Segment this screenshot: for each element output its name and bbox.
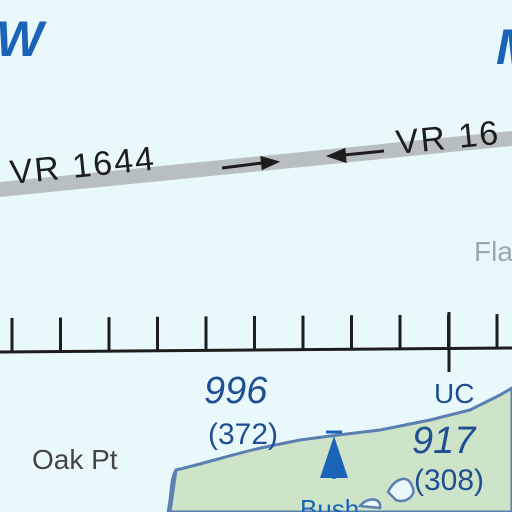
- spot-elevation-1-agl: (372): [208, 418, 279, 451]
- uc-label: UC: [434, 378, 475, 409]
- shoreline-detail: [166, 469, 178, 512]
- town-label-fragment: Bush: [300, 494, 360, 512]
- top-right-label-fragment: M: [496, 22, 512, 72]
- lake-outline: [357, 477, 415, 510]
- tower-obstruction-icon: [320, 430, 348, 479]
- spot-elevation-1: 996: [204, 370, 268, 412]
- top-left-label-fragment: W: [0, 11, 44, 67]
- spot-elevation-2-agl: (308): [414, 464, 485, 497]
- land-area: [168, 386, 512, 512]
- spot-elevation-2: 917: [412, 420, 476, 462]
- place-label-oak-pt: Oak Pt: [32, 444, 118, 475]
- boundary-ticks: [10, 314, 499, 352]
- arrow-right-icon: [221, 155, 281, 171]
- arrow-left-icon: [325, 147, 385, 164]
- faded-place-label: Fla: [474, 236, 512, 267]
